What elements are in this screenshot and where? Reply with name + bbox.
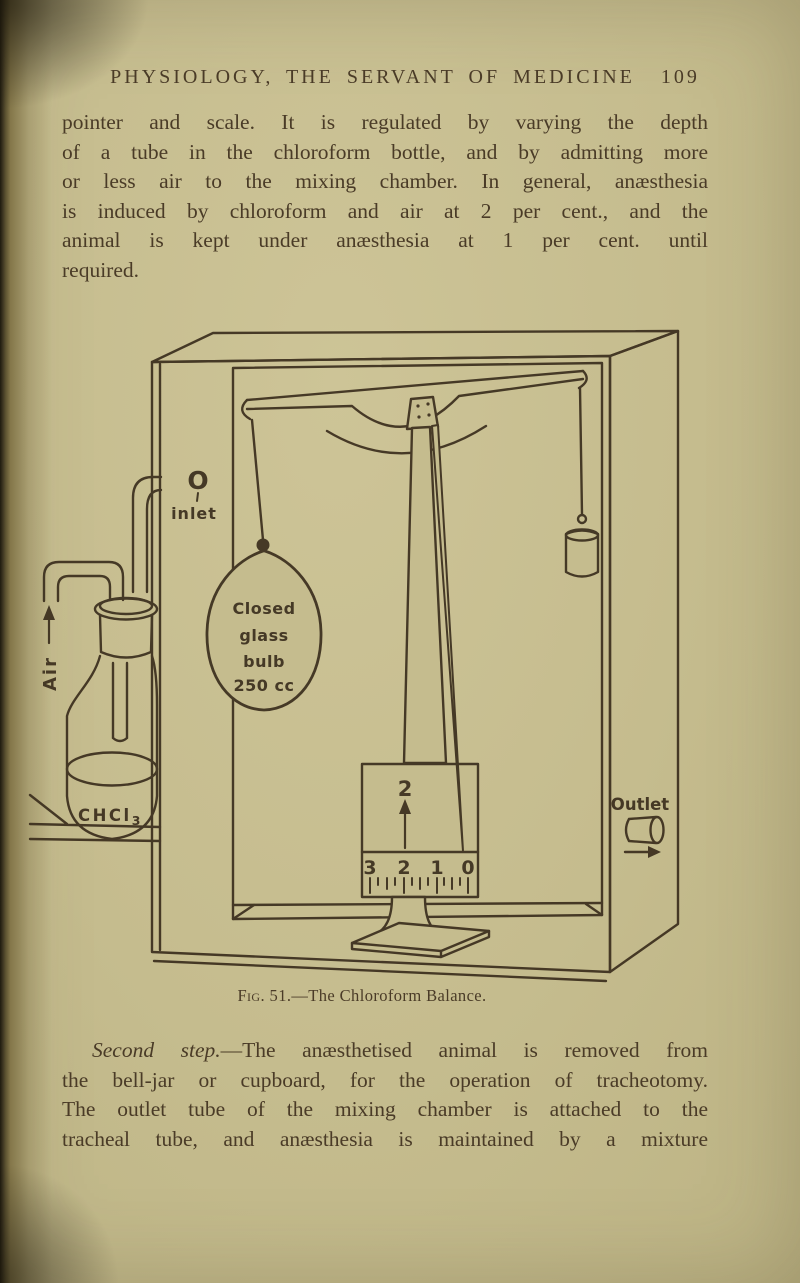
scale-assembly: 3 2 1 0 2 [350, 762, 491, 959]
corner-shadow-bottom-left [0, 1163, 120, 1283]
vapour-tube [131, 475, 163, 594]
bulb-label-line: glass [239, 626, 288, 645]
text-line: tracheal tube, and anæsthesia is maintai… [62, 1126, 708, 1151]
inlet-label: O inlet [171, 466, 217, 523]
bulb-stopper [256, 538, 270, 552]
text-line: the bell-jar or cupboard, for the operat… [62, 1067, 708, 1092]
gutter-shadow [0, 0, 52, 1283]
figure-caption-number: Fig. 51. [237, 986, 292, 1005]
liquid-surface [65, 751, 159, 787]
text-line: or less air to the mixing chamber. In ge… [62, 169, 708, 193]
air-text: Air [40, 656, 61, 691]
running-head-title: PHYSIOLOGY, THE SERVANT OF MEDICINE [110, 66, 635, 88]
text-line: of a tube in the chloroform bottle, and … [62, 139, 708, 164]
inlet-o-mark: O [187, 466, 208, 495]
shelf [28, 793, 162, 843]
air-label: Air [40, 605, 61, 691]
page-number: 109 [660, 66, 700, 88]
outlet-label: Outlet [611, 795, 670, 858]
chloroform-bottle: CHCl3 Air [28, 475, 163, 843]
pivot-block [405, 395, 440, 431]
glass-bulb: Closed glass bulb 250 cc [205, 418, 323, 712]
scale-tick-label: 1 [430, 857, 443, 879]
support-column [402, 425, 448, 765]
text-line: required. [62, 257, 140, 282]
second-paragraph: Second step.—The anæsthetised animal is … [62, 1036, 708, 1154]
pedestal-base [350, 921, 491, 953]
scale-tick-label: 2 [397, 857, 410, 879]
outlet-tube-end [649, 815, 665, 845]
text-line: animal is kept under anæsthesia at 1 per… [62, 228, 708, 252]
paragraph-lead: Second step. [92, 1038, 221, 1062]
counterweight [564, 386, 600, 578]
pointer-needle [402, 424, 464, 852]
scale-tick-label: 0 [461, 857, 474, 879]
bulb-label-line: Closed [232, 599, 295, 618]
bulb-label-line: 250 cc [234, 676, 295, 695]
text-line: pointer and scale. It is regulated by va… [62, 110, 708, 134]
bottle-body [65, 654, 159, 841]
index-arrow: 2 [398, 777, 413, 850]
text-line: Second step.—The anæsthetised animal is … [92, 1038, 709, 1062]
cork-flange [93, 597, 159, 621]
mixing-chamber-box [150, 329, 680, 983]
running-head: PHYSIOLOGY, THE SERVANT OF MEDICINE 109 [60, 66, 750, 89]
text-line: is induced by chloroform and air at 2 pe… [62, 198, 708, 223]
scale-tick-label: 3 [363, 857, 376, 879]
figure-caption-text: —The Chloroform Balance. [291, 986, 487, 1005]
air-tube-bend [42, 560, 125, 603]
corner-shadow-top-left [0, 0, 150, 110]
outlet-arrow-right [648, 846, 661, 858]
inlet-text: inlet [171, 504, 217, 523]
balance-beam [241, 369, 588, 455]
bulb-label-line: bulb [243, 652, 285, 671]
bulb-string [250, 418, 265, 542]
weight-string [578, 386, 584, 516]
pedestal-stem [373, 895, 443, 937]
outlet-text: Outlet [611, 795, 670, 814]
text-line: The outlet tube of the mixing chamber is… [62, 1097, 708, 1121]
bottle-label: CHCl3 [78, 806, 143, 828]
figure-caption: Fig. 51.—The Chloroform Balance. [62, 986, 708, 1006]
outlet-tube [624, 815, 658, 845]
air-arrow-up [43, 605, 55, 620]
index-value: 2 [398, 777, 413, 801]
intro-paragraph: pointer and scale. It is regulated by va… [62, 108, 708, 285]
cork-body [98, 613, 154, 659]
dip-tube [111, 661, 129, 743]
